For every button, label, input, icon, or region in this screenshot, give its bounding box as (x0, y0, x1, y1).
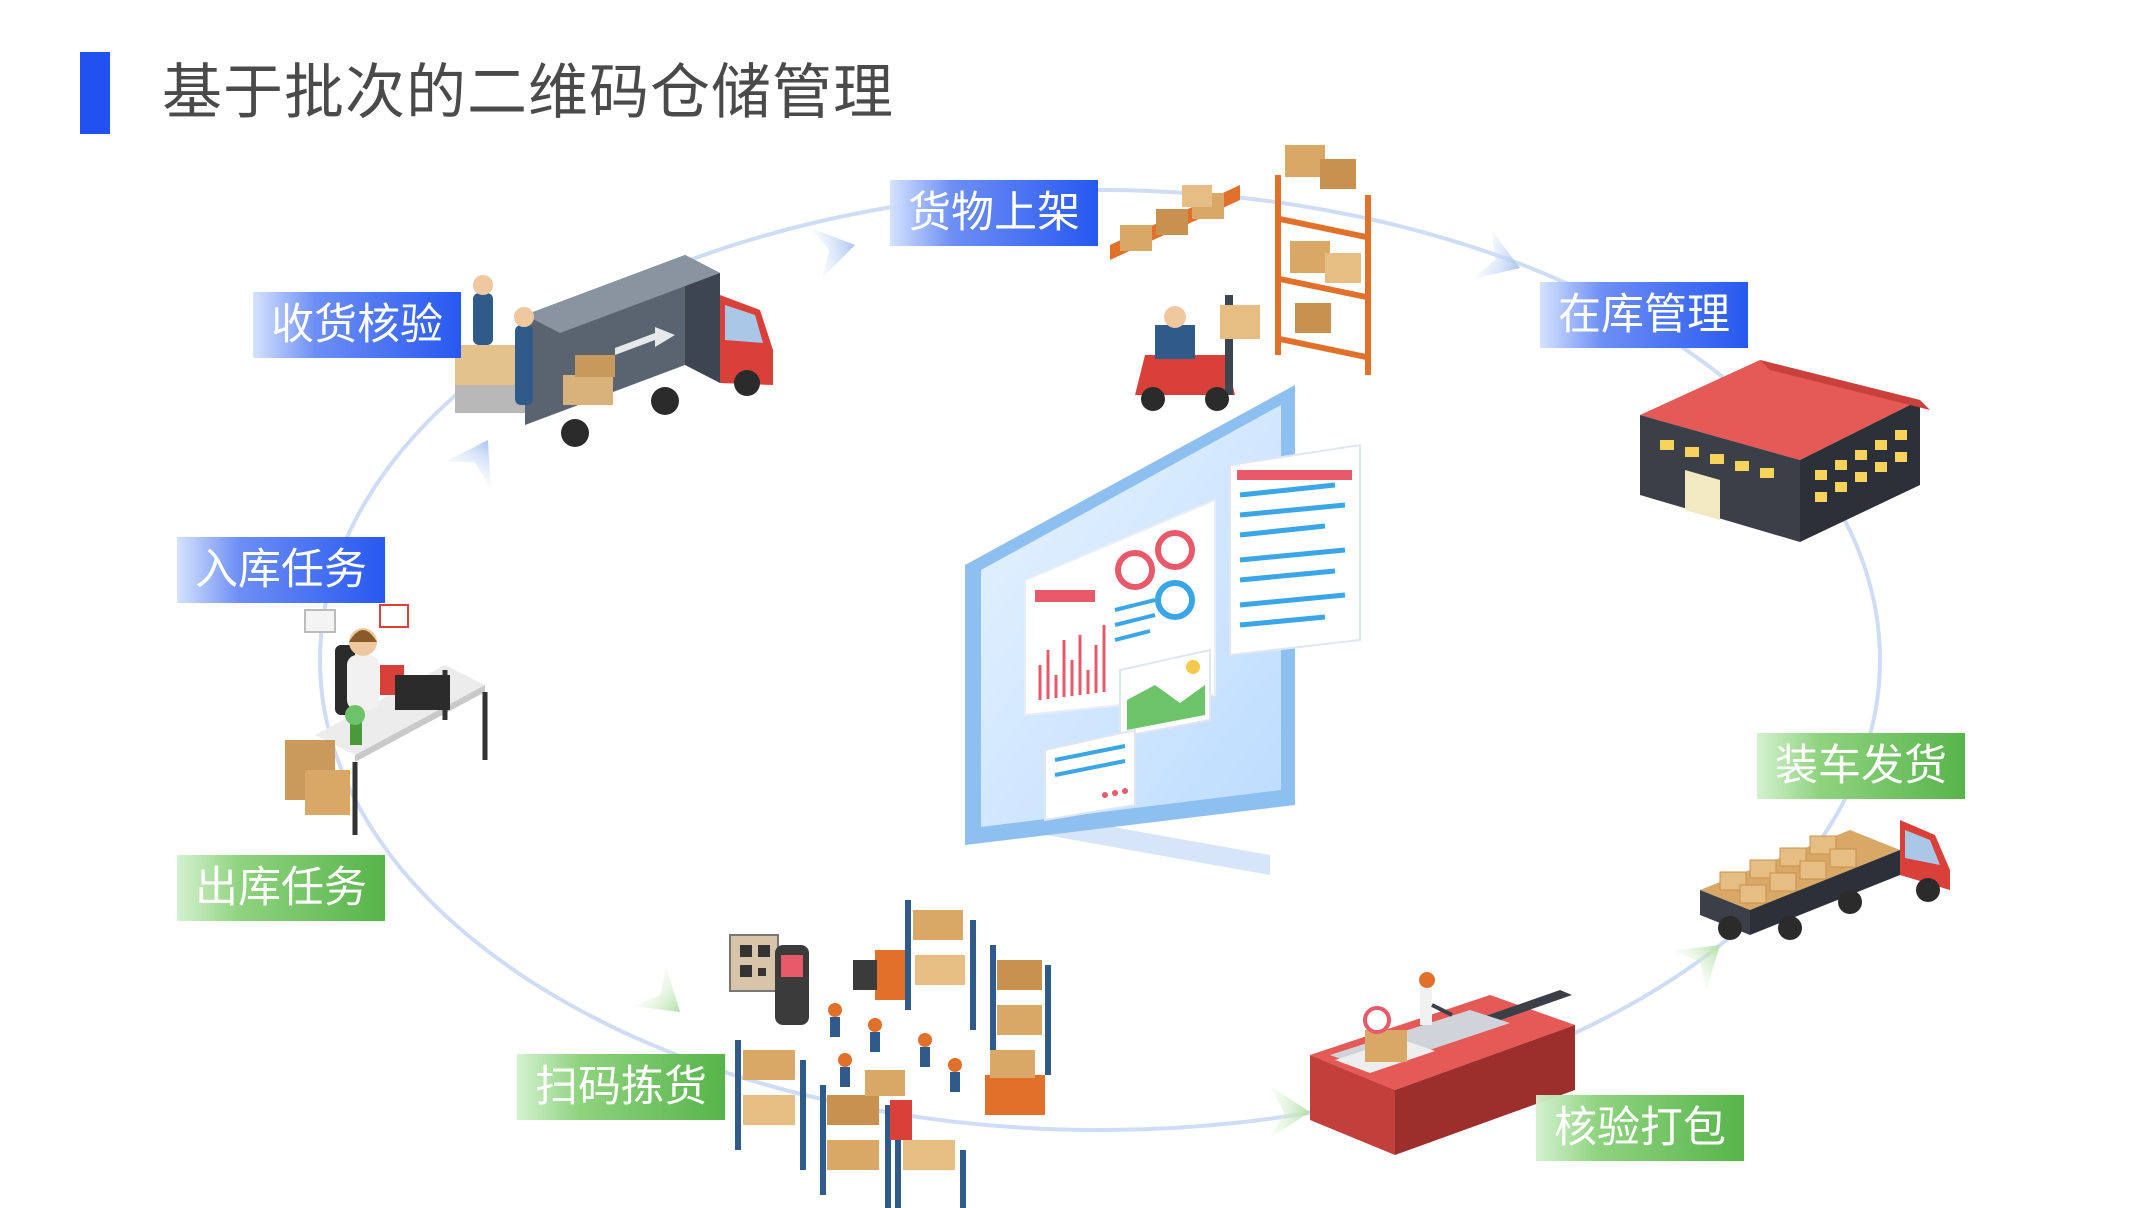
step-label-shelve: 货物上架 (890, 180, 1098, 246)
office-desk-icon (285, 604, 488, 835)
step-label-receive: 收货核验 (253, 292, 461, 358)
cycle-arrow (810, 227, 855, 279)
cycle-arrow (1672, 945, 1720, 991)
cycle-arrow (1270, 1086, 1310, 1138)
warehouse-building-icon (1640, 360, 1930, 542)
step-label-pick: 扫码拣货 (517, 1054, 725, 1120)
delivery-truck-icon (455, 255, 773, 447)
step-label-inbound: 入库任务 (177, 537, 385, 603)
step-label-stock: 在库管理 (1540, 282, 1748, 348)
packing-conveyor-icon (1310, 972, 1575, 1155)
cycle-arrow (632, 966, 680, 1012)
page-title: 基于批次的二维码仓储管理 (162, 58, 894, 128)
title-accent-bar (80, 52, 110, 134)
loaded-truck-icon (1700, 820, 1950, 940)
scanner-warehouse-icon (729, 900, 1051, 1208)
step-label-load: 装车发货 (1757, 733, 1965, 799)
step-label-outbound: 出库任务 (177, 855, 385, 921)
cycle-path (318, 188, 1882, 1132)
forklift-shelf-icon (1110, 145, 1371, 411)
dashboard-monitor-icon (965, 385, 1361, 875)
cycle-arrow (1473, 229, 1520, 279)
step-label-pack: 核验打包 (1536, 1095, 1744, 1161)
cycle-arrow (445, 440, 491, 488)
